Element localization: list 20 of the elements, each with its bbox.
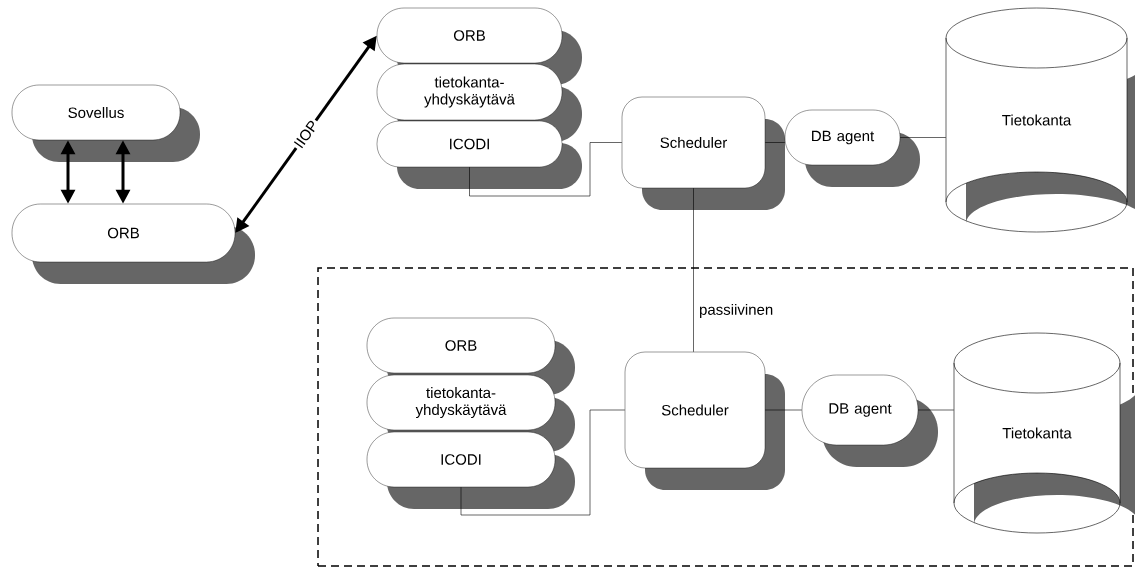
rounded-box: ICODI [366,431,575,509]
connector-line [899,137,947,138]
rounded-box: ICODI [376,120,582,189]
connector-line [469,142,623,197]
rounded-box: ORB [11,203,255,284]
rounded-box: Sovellus [11,84,200,162]
connector-line [764,409,803,411]
database-cylinder: Tietokanta [953,332,1135,534]
rounded-box: DB agent [784,109,920,187]
process-box: Scheduler [624,351,785,490]
group-box [317,267,1134,567]
connector-line [460,409,626,516]
database-cylinder: Tietokanta [945,7,1135,233]
node-label: tietokanta- [434,76,504,88]
rounded-box: DB agent [801,374,938,467]
connector-line [693,187,694,353]
edge-label: passiivinen [700,303,773,318]
connector-line [764,142,786,143]
connector-line [917,409,955,411]
process-box: Scheduler [621,96,785,210]
